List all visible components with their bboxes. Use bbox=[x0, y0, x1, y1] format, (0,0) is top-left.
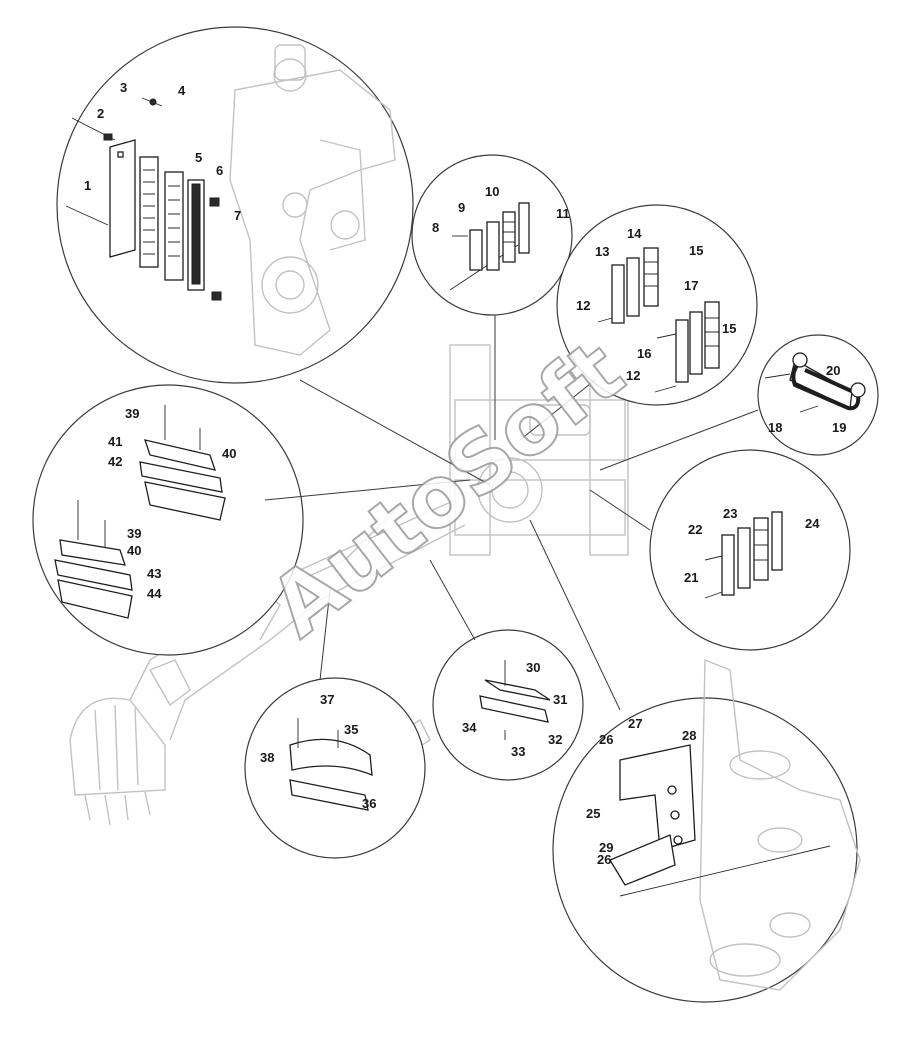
callout-19: 19 bbox=[832, 420, 846, 435]
callout-6: 6 bbox=[216, 163, 223, 178]
callout-10: 10 bbox=[485, 184, 499, 199]
detail-circle-pad bbox=[432, 629, 584, 781]
callout-2: 2 bbox=[97, 106, 104, 121]
callout-34: 34 bbox=[462, 720, 477, 735]
detail-circle-clamp-right bbox=[649, 449, 851, 651]
callout-11: 11 bbox=[556, 206, 570, 221]
callout-33: 33 bbox=[511, 744, 525, 759]
callout-28: 28 bbox=[682, 728, 696, 743]
callout-5: 5 bbox=[195, 150, 202, 165]
detail-circle-arm-clamp bbox=[56, 26, 414, 384]
callout-12: 12 bbox=[576, 298, 590, 313]
callout-41: 41 bbox=[108, 434, 122, 449]
callout-13: 13 bbox=[595, 244, 609, 259]
callout-3: 3 bbox=[120, 80, 127, 95]
watermark-text: AutoSoft bbox=[252, 321, 641, 655]
callout-9: 9 bbox=[458, 200, 465, 215]
callout-15: 15 bbox=[722, 321, 736, 336]
callout-29: 29 bbox=[599, 840, 613, 855]
callout-40: 40 bbox=[127, 543, 141, 558]
detail-circle-bracket bbox=[552, 658, 861, 1003]
detail-circle-handle bbox=[757, 334, 879, 456]
callout-39: 39 bbox=[127, 526, 141, 541]
callout-38: 38 bbox=[260, 750, 274, 765]
clamp-block bbox=[164, 171, 184, 281]
callout-20: 20 bbox=[826, 363, 840, 378]
callout-35: 35 bbox=[344, 722, 358, 737]
callout-32: 32 bbox=[548, 732, 562, 747]
callout-40: 40 bbox=[222, 446, 236, 461]
clamp-insert bbox=[139, 156, 159, 268]
callout-30: 30 bbox=[526, 660, 540, 675]
detail-circle-clamp-small bbox=[411, 154, 573, 316]
callout-36: 36 bbox=[362, 796, 376, 811]
callout-16: 16 bbox=[637, 346, 651, 361]
pointer-lines bbox=[264, 315, 759, 711]
callout-31: 31 bbox=[553, 692, 567, 707]
callout-26: 26 bbox=[597, 852, 611, 867]
callout-42: 42 bbox=[108, 454, 122, 469]
callout-24: 24 bbox=[805, 516, 820, 531]
callout-26: 26 bbox=[599, 732, 613, 747]
callout-7: 7 bbox=[234, 208, 241, 223]
callout-37: 37 bbox=[320, 692, 334, 707]
callout-8: 8 bbox=[432, 220, 439, 235]
clamp-plate bbox=[109, 139, 136, 258]
callout-27: 27 bbox=[628, 716, 642, 731]
callout-1: 1 bbox=[84, 178, 91, 193]
callout-25: 25 bbox=[586, 806, 600, 821]
callout-23: 23 bbox=[723, 506, 737, 521]
callout-14: 14 bbox=[627, 226, 642, 241]
callout-15: 15 bbox=[689, 243, 703, 258]
detail-circle-saddle bbox=[244, 677, 426, 859]
detail-circle-guide-blocks bbox=[32, 384, 304, 656]
callout-21: 21 bbox=[684, 570, 698, 585]
callout-44: 44 bbox=[147, 586, 162, 601]
callout-43: 43 bbox=[147, 566, 161, 581]
callout-18: 18 bbox=[768, 420, 782, 435]
callout-39: 39 bbox=[125, 406, 139, 421]
callout-12: 12 bbox=[626, 368, 640, 383]
callout-17: 17 bbox=[684, 278, 698, 293]
callout-22: 22 bbox=[688, 522, 702, 537]
detail-circle-clamp-double bbox=[556, 204, 758, 406]
callout-4: 4 bbox=[178, 83, 186, 98]
